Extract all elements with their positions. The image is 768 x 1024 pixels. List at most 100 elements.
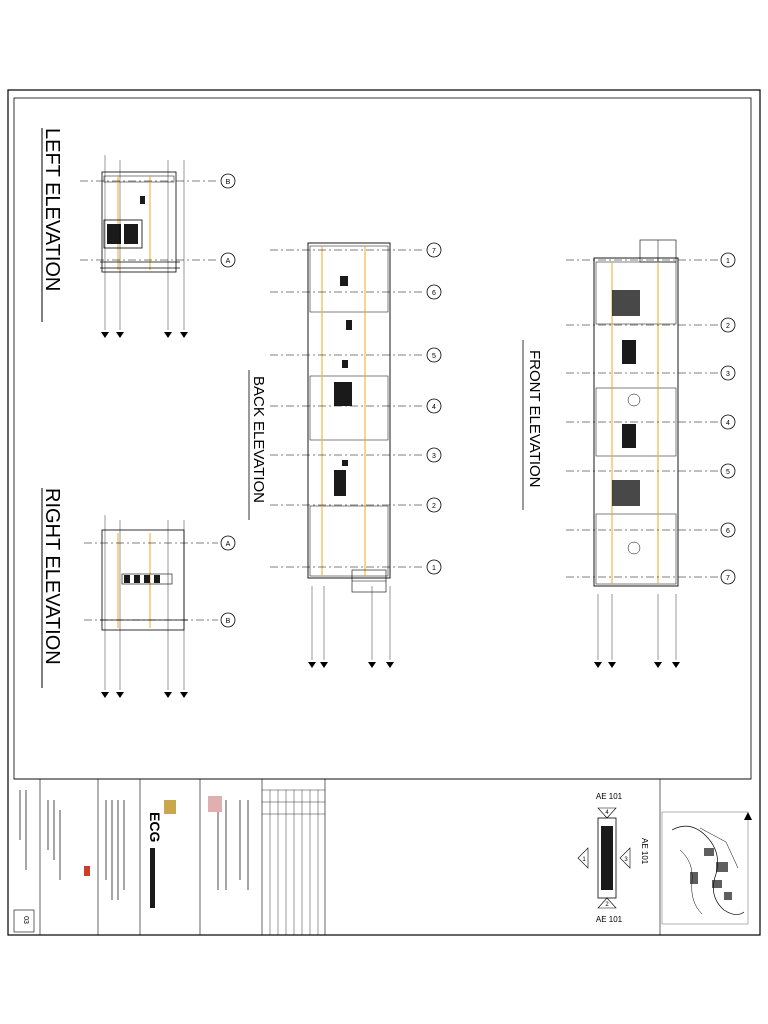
back-level-marker-3	[368, 662, 376, 668]
right-grid-marker-a: A	[226, 541, 231, 548]
sheet-number-box	[13, 909, 35, 933]
front-grid-marker-2-circle	[720, 317, 736, 333]
consultant-arabic-block	[150, 848, 155, 908]
callout-right-number: 3	[624, 857, 628, 863]
client-logo-2	[208, 796, 222, 812]
front-level-marker-2	[608, 662, 616, 668]
right-level-marker-1	[101, 692, 109, 698]
right-grid-marker-a-circle	[220, 535, 236, 551]
sheet-inner-border	[13, 97, 752, 780]
back-level-marker-2	[320, 662, 328, 668]
left-elevation-door-panel	[107, 224, 121, 244]
back-elevation-window-5	[334, 470, 346, 496]
front-elevation-detail-circle-1	[627, 393, 641, 407]
back-grid-marker-5-circle	[426, 347, 442, 363]
front-elevation-module-3	[595, 513, 677, 585]
back-elevation-window-2	[346, 320, 352, 330]
right-elevation-louver-2	[134, 575, 140, 583]
company-logo-red	[84, 866, 90, 876]
grid-marker-a: A	[226, 258, 231, 265]
front-elevation-window-grid-1	[612, 290, 640, 316]
right-elevation-view: RIGHT ELEVATION A B	[41, 488, 236, 698]
callout-top-number: 4	[605, 810, 609, 816]
front-grid-marker-5: 5	[726, 469, 730, 476]
back-grid-marker-1-circle	[426, 559, 442, 575]
site-map-block-5	[724, 892, 732, 900]
left-elevation-view: LEFT ELEVATION B A	[41, 128, 236, 338]
front-level-marker-1	[594, 662, 602, 668]
right-elevation-wall	[101, 529, 185, 631]
grid-marker-b: B	[226, 179, 231, 186]
left-elevation-wall	[101, 171, 177, 273]
back-elevation-outline	[307, 242, 391, 579]
back-grid-marker-2: 2	[432, 503, 436, 510]
front-grid-marker-2: 2	[726, 323, 730, 330]
back-grid-marker-5: 5	[432, 353, 436, 360]
back-elevation-module-3	[309, 505, 389, 577]
left-elevation-window	[140, 196, 145, 204]
site-map-block-2	[716, 862, 728, 872]
front-grid-marker-5-circle	[720, 463, 736, 479]
front-elevation-door-2	[622, 424, 636, 448]
sheet-outer-border	[7, 89, 761, 936]
back-grid-marker-6: 6	[432, 290, 436, 297]
client-logo	[164, 800, 176, 814]
back-elevation-window-3	[334, 382, 352, 406]
right-elevation-louver-1	[124, 575, 130, 583]
front-elevation-door-1	[622, 340, 636, 364]
back-elevation-window-1	[340, 276, 348, 286]
front-elevation-module-2	[595, 387, 677, 457]
back-grid-marker-1: 1	[432, 565, 436, 572]
front-grid-marker-4: 4	[726, 420, 730, 427]
front-grid-marker-1: 1	[726, 258, 730, 265]
front-grid-marker-3-circle	[720, 365, 736, 381]
front-grid-marker-7: 7	[726, 575, 730, 582]
right-grid-marker-b: B	[226, 618, 231, 625]
consultant-logo: ECG	[147, 812, 163, 842]
front-grid-marker-7-circle	[720, 569, 736, 585]
front-elevation-detail-circle-2	[627, 541, 641, 555]
site-map	[661, 811, 752, 925]
callout-bottom-number: 2	[605, 902, 609, 908]
right-elevation-louver-3	[144, 575, 150, 583]
back-elevation-window-6	[342, 460, 348, 466]
back-elevation-title: BACK ELEVATION	[250, 376, 267, 503]
site-map-north-arrow	[744, 812, 752, 820]
back-elevation-module-2	[309, 375, 389, 441]
right-level-marker-2	[116, 692, 124, 698]
key-plan: AE 101 4 AE 101 3 2 AE 101 1	[577, 792, 649, 924]
left-elevation-door	[103, 219, 143, 249]
left-elevation-title: LEFT ELEVATION	[41, 128, 63, 291]
title-block: 03 ECG	[13, 779, 661, 935]
back-elevation-module-1	[309, 245, 389, 313]
callout-right-triangle	[619, 847, 631, 869]
back-elevation-window-4	[342, 360, 348, 368]
site-map-frame	[661, 811, 749, 925]
revision-table	[262, 789, 325, 935]
front-grid-marker-3: 3	[726, 371, 730, 378]
left-level-marker-4	[180, 332, 188, 338]
front-elevation-view: FRONT ELEVATION 1 2 3 4	[522, 239, 736, 668]
callout-bottom-triangle	[597, 897, 617, 909]
back-grid-marker-6-circle	[426, 284, 442, 300]
callout-bottom-label: AE 101	[596, 915, 623, 924]
site-map-block-3	[690, 872, 698, 884]
back-grid-marker-4-circle	[426, 398, 442, 414]
site-map-block-4	[712, 880, 722, 888]
front-level-marker-4	[672, 662, 680, 668]
back-elevation-view: BACK ELEVATION 7 6 5 4	[248, 242, 442, 668]
key-plan-unit-fill	[601, 826, 613, 890]
left-level-marker-3	[164, 332, 172, 338]
grid-marker-b-circle	[220, 173, 236, 189]
right-elevation-louver	[121, 573, 173, 585]
back-grid-marker-3: 3	[432, 453, 436, 460]
site-map-coastline	[671, 825, 745, 915]
right-level-marker-3	[164, 692, 172, 698]
site-map-road-2	[699, 827, 739, 869]
back-level-marker-4	[386, 662, 394, 668]
callout-top-label: AE 101	[596, 792, 623, 801]
left-elevation-door-panel-2	[124, 224, 138, 244]
front-grid-marker-4-circle	[720, 414, 736, 430]
front-elevation-module-1	[595, 261, 677, 325]
